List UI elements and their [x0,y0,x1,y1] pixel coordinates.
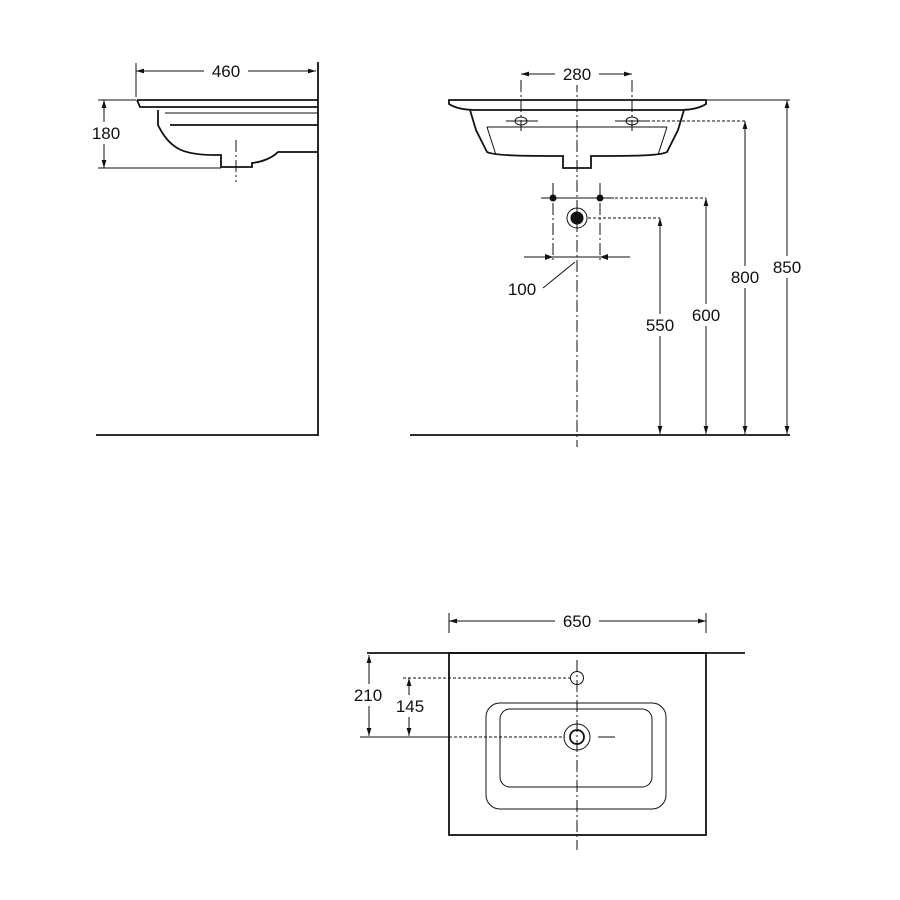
dim-label-650: 650 [563,612,591,631]
dim-label-850: 850 [773,258,801,277]
front-view: 280 100 550 600 800 [410,63,807,447]
top-bowl-inner [499,708,653,788]
dim-label-800: 800 [731,268,759,287]
dim-label-180: 180 [92,124,120,143]
dim-label-210: 210 [354,686,382,705]
leader-100 [542,261,576,289]
top-bowl-outer [485,702,667,810]
dim-label-280: 280 [563,65,591,84]
top-view: 650 210 145 [348,610,745,850]
waste-outlet-outer [566,207,588,229]
dim-label-460: 460 [212,62,240,81]
dim-label-100: 100 [508,280,536,299]
dim-label-145: 145 [396,697,424,716]
waste-outlet-inner [570,211,584,225]
dim-label-600: 600 [692,306,720,325]
side-view: 460 180 [88,60,319,436]
side-basin-outline [136,99,318,168]
dim-label-550: 550 [646,316,674,335]
